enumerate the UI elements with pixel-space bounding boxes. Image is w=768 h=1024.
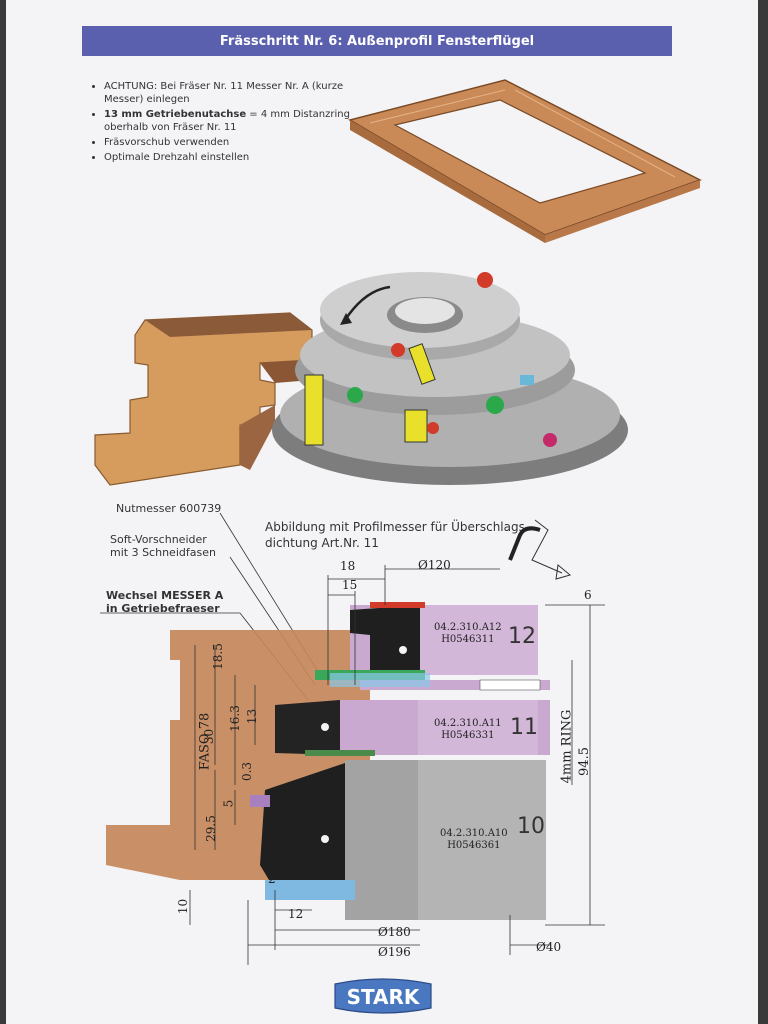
part-number-12: 12 [508, 624, 536, 649]
abbildung-label-2: dichtung Art.Nr. 11 [265, 536, 379, 550]
dim-16-3: 16.3 [227, 705, 242, 732]
list-item: Fräsvorschub verwenden [104, 136, 364, 149]
soft-vorschneider-label-1: Soft-Vorschneider [110, 533, 207, 546]
dim-2-lower: 2 [268, 872, 276, 886]
dim-18: 18 [340, 559, 356, 573]
dim-10: 10 [176, 898, 191, 915]
dim-15: 15 [342, 578, 358, 592]
page-title: Frässchritt Nr. 6: Außenprofil Fensterfl… [219, 33, 535, 49]
dim-2-upper: 2 [306, 774, 314, 788]
dim-12: 12 [288, 907, 304, 921]
instruction-list: ACHTUNG: Bei Fräser Nr. 11 Messer Nr. A … [86, 80, 364, 166]
dim-94-5: 94.5 [576, 747, 592, 776]
dim-0-3: 0.3 [240, 761, 255, 782]
stark-logo: STARK [334, 978, 432, 1014]
dim-29-5: 29.5 [203, 815, 218, 842]
dim-18-5: 18.5 [210, 643, 225, 670]
technical-drawing [100, 512, 605, 965]
dim-13: 13 [245, 708, 260, 725]
part-number-10: 10 [517, 814, 545, 839]
wechsel-messer-label-1: Wechsel MESSER A [106, 589, 224, 602]
abbildung-label-1: Abbildung mit Profilmesser für Überschla… [265, 520, 530, 534]
faso-label: FASO 78 [197, 712, 213, 771]
dim-196: Ø196 [378, 945, 411, 959]
nutmesser-label: Nutmesser 600739 [116, 502, 222, 515]
list-item: 13 mm Getriebenutachse = 4 mm Distanzrin… [104, 108, 364, 134]
ring-label: 4mm RING [559, 709, 575, 784]
part-number-11: 11 [510, 715, 538, 740]
dim-180: Ø180 [378, 925, 411, 939]
list-item: Optimale Drehzahl einstellen [104, 151, 364, 164]
soft-vorschneider-label-2: mit 3 Schneidfasen [110, 546, 216, 559]
page-title-banner: Frässchritt Nr. 6: Außenprofil Fensterfl… [82, 26, 672, 56]
list-item: ACHTUNG: Bei Fräser Nr. 11 Messer Nr. A … [104, 80, 364, 106]
dim-5: 5 [221, 799, 236, 808]
dim-120: Ø120 [418, 558, 451, 572]
cutter-assembly-illustration [272, 272, 628, 485]
dim-6: 6 [584, 588, 592, 602]
dim-40: Ø40 [536, 940, 562, 954]
wechsel-messer-label-2: in Getriebefraeser [106, 602, 220, 615]
window-frame-illustration [348, 79, 702, 243]
wood-profile-illustration [94, 312, 313, 486]
svg-text:STARK: STARK [347, 985, 421, 1009]
